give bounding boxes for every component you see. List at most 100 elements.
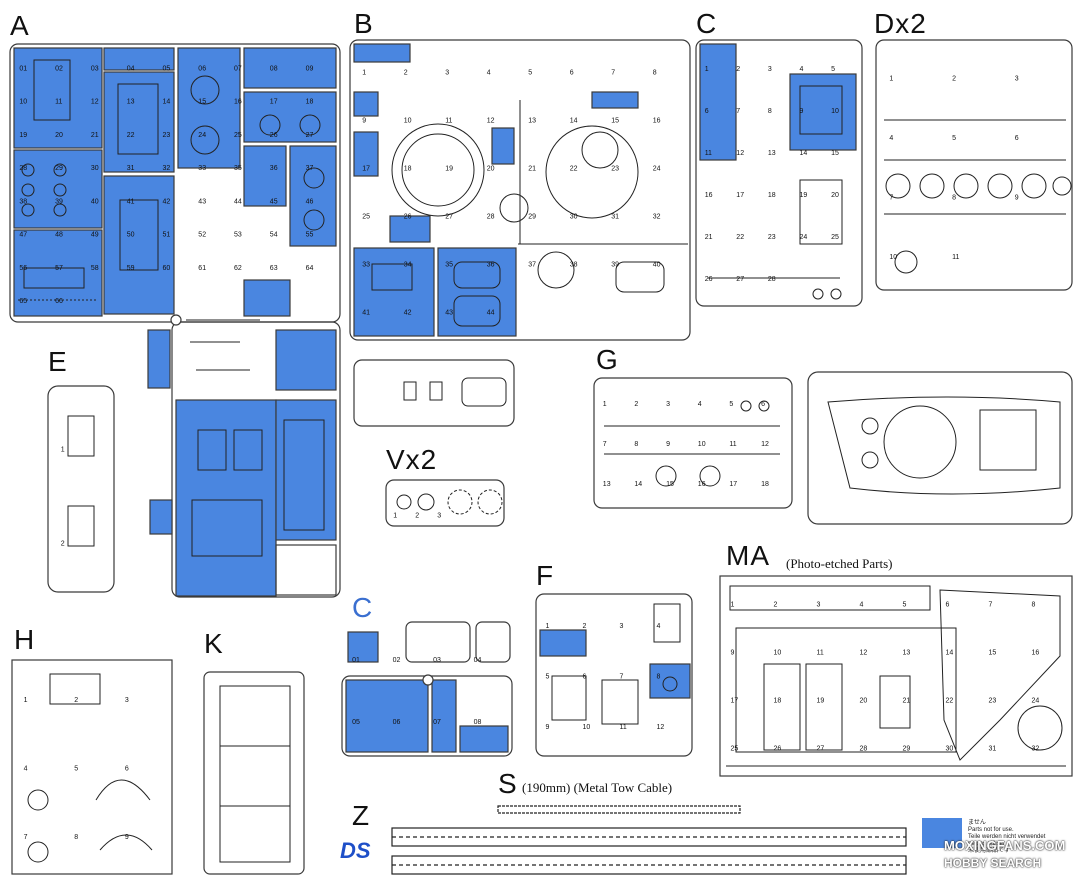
part-number-ma: 26 <box>774 745 782 752</box>
part-number-g: 13 <box>603 481 611 488</box>
part-number-ma: 1 <box>731 601 735 608</box>
sprue-vx2 <box>385 479 505 527</box>
part-number-f: 3 <box>620 623 624 630</box>
part-number-a: 17 <box>270 99 278 106</box>
part-number-ma: 27 <box>817 745 825 752</box>
part-number-a: 19 <box>19 132 27 139</box>
part-number-a: 12 <box>91 99 99 106</box>
part-number-h: 5 <box>74 765 78 772</box>
part-number-b: 41 <box>362 309 370 316</box>
part-number-c: 18 <box>768 192 776 199</box>
part-number-v: 1 <box>393 513 397 520</box>
part-number-g: 16 <box>698 481 706 488</box>
part-number-a: 45 <box>270 198 278 205</box>
part-number-a: 42 <box>163 198 171 205</box>
sprue-letter-ma: MA <box>726 540 770 571</box>
part-number-a: 44 <box>234 198 242 205</box>
part-number-g: 8 <box>634 441 638 448</box>
part-number-a: 39 <box>55 198 63 205</box>
part-number-g: 11 <box>729 441 736 448</box>
watermark-line-1: MOXINGFANS.COM <box>944 838 1066 853</box>
part-number-c2: 03 <box>433 657 441 664</box>
part-number-ma: 32 <box>1032 745 1040 752</box>
part-number-c: 22 <box>736 234 744 241</box>
part-number-a: 31 <box>127 165 135 172</box>
part-number-ma: 12 <box>860 649 868 656</box>
sprue-b <box>349 39 691 427</box>
part-number-a: 40 <box>91 198 99 205</box>
part-number-g: 3 <box>666 401 670 408</box>
part-number-h: 1 <box>24 697 28 704</box>
part-number-ma: 20 <box>860 697 868 704</box>
part-number-c2: 08 <box>474 719 482 726</box>
part-number-ma: 19 <box>817 697 825 704</box>
part-number-a: 33 <box>198 165 206 172</box>
part-number-a: 57 <box>55 265 63 272</box>
part-number-f: 10 <box>583 724 591 731</box>
part-number-b: 39 <box>611 261 619 268</box>
part-number-a: 47 <box>19 232 27 239</box>
sprue-letter-a: A <box>10 10 30 41</box>
part-number-a: 48 <box>55 232 63 239</box>
part-number-a: 07 <box>234 65 242 72</box>
part-number-b: 4 <box>487 69 491 76</box>
part-number-a: 04 <box>127 65 135 72</box>
part-number-a: 03 <box>91 65 99 72</box>
part-number-f: 4 <box>657 623 661 630</box>
part-number-c: 16 <box>705 192 713 199</box>
part-number-b: 20 <box>487 165 495 172</box>
part-number-b: 21 <box>528 165 536 172</box>
part-number-h: 2 <box>74 697 78 704</box>
part-number-ma: 11 <box>817 649 824 656</box>
part-number-a: 14 <box>163 99 171 106</box>
part-number-ma: 14 <box>946 649 954 656</box>
part-number-c: 6 <box>705 108 709 115</box>
part-number-b: 32 <box>653 213 661 220</box>
part-number-a: 50 <box>127 232 135 239</box>
sprue-letter-z: Z <box>352 800 371 831</box>
part-number-c: 13 <box>768 150 776 157</box>
part-number-a: 15 <box>198 99 206 106</box>
part-number-b: 17 <box>362 165 370 172</box>
part-number-b: 35 <box>445 261 453 268</box>
part-number-c: 28 <box>768 276 776 283</box>
sprue-c-small <box>341 621 513 757</box>
part-number-ma: 21 <box>903 697 911 704</box>
part-number-b: 30 <box>570 213 578 220</box>
part-number-a: 60 <box>163 265 171 272</box>
part-number-a: 64 <box>306 265 314 272</box>
sprue-letter-c: C <box>696 8 718 39</box>
part-number-a: 30 <box>91 165 99 172</box>
part-number-c: 4 <box>800 66 804 73</box>
part-number-b: 14 <box>570 117 578 124</box>
part-number-a: 25 <box>234 132 242 139</box>
part-number-b: 16 <box>653 117 661 124</box>
part-number-b: 2 <box>404 69 408 76</box>
part-number-c: 9 <box>800 108 804 115</box>
part-number-h: 6 <box>125 765 129 772</box>
part-number-ma: 5 <box>903 601 907 608</box>
part-number-a: 11 <box>55 99 62 106</box>
part-number-b: 42 <box>404 309 412 316</box>
part-number-a: 10 <box>19 99 27 106</box>
sprue-letter-f: F <box>536 560 555 591</box>
part-number-b: 1 <box>362 69 366 76</box>
sprue-letter-b: B <box>354 8 374 39</box>
part-number-h: 3 <box>125 697 129 704</box>
part-number-ma: 9 <box>731 649 735 656</box>
part-number-d: 10 <box>889 254 897 261</box>
part-number-a: 23 <box>163 132 171 139</box>
part-number-a: 59 <box>127 265 135 272</box>
part-number-g: 10 <box>698 441 706 448</box>
part-number-ma: 16 <box>1032 649 1040 656</box>
part-number-a: 61 <box>198 265 206 272</box>
ds-logo: DS <box>340 838 371 863</box>
part-number-c: 25 <box>831 234 839 241</box>
part-number-c: 10 <box>831 108 839 115</box>
part-number-v: 3 <box>437 513 441 520</box>
part-number-f: 7 <box>620 674 624 681</box>
sprue-letter-h: H <box>14 624 36 655</box>
part-number-d: 11 <box>952 254 959 261</box>
not-for-use-note: ません Parts not for use. Teile werden nich… <box>968 820 1045 855</box>
part-number-f: 1 <box>546 623 550 630</box>
